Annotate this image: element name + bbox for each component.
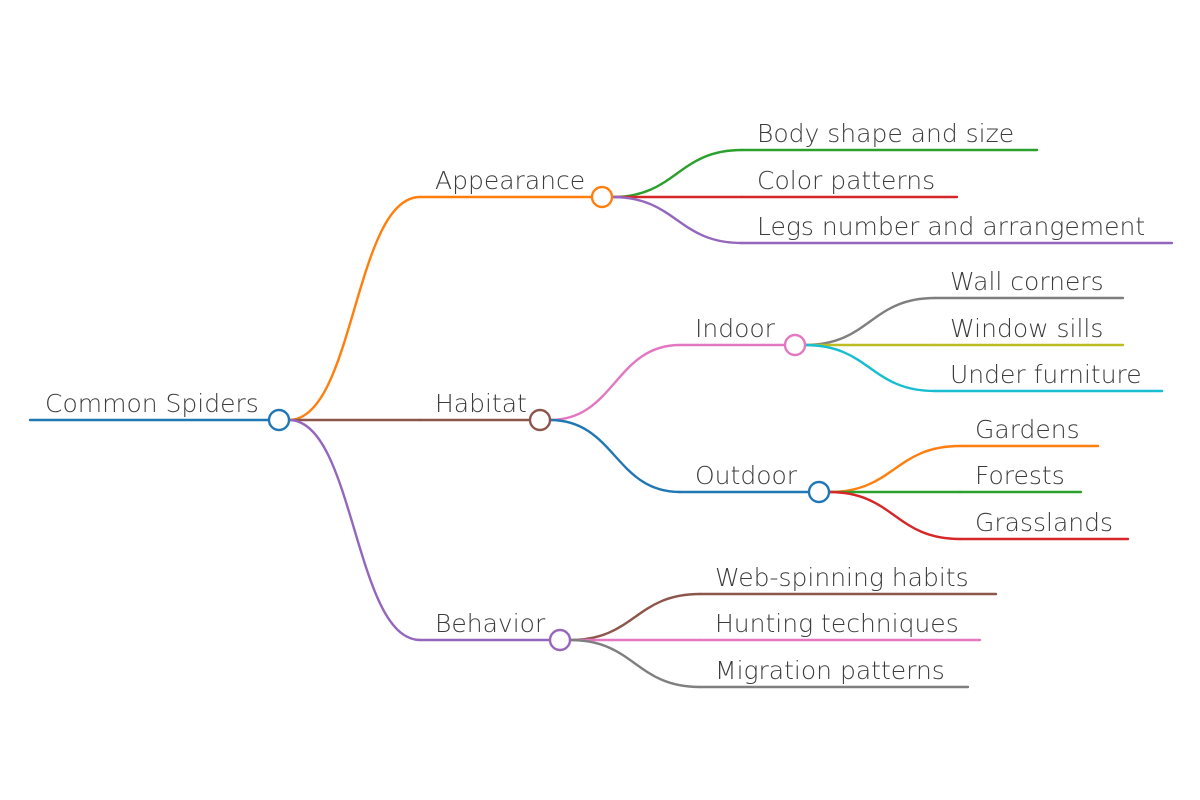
node-label-color-patterns: Color patterns [757,166,935,195]
node-label-behavior: Behavior [435,609,546,638]
edge-to-grasslands [827,490,962,541]
node-label-wall-corners: Wall corners [950,267,1104,296]
node-label-migration-patterns: Migration patterns [715,656,945,685]
edge-to-indoor [548,343,682,422]
edges-layer [287,148,962,689]
edge-to-under-furniture [803,343,937,393]
edge-to-body-shape-and-size [610,148,744,199]
collapse-toggle-habitat[interactable] [528,408,552,432]
node-label-web-spinning-habits: Web-spinning habits [715,563,969,592]
collapse-toggle-indoor[interactable] [783,333,807,357]
edge-to-appearance [287,195,422,422]
collapse-toggle-outdoor[interactable] [807,480,831,504]
edge-to-behavior [287,418,422,642]
node-label-habitat: Habitat [435,389,527,418]
node-label-under-furniture: Under furniture [950,360,1142,389]
edge-to-web-spinning-habits [568,592,702,642]
node-label-indoor: Indoor [695,314,776,343]
edge-to-outdoor [548,418,682,494]
node-label-grasslands: Grasslands [975,508,1113,537]
nodes-layer: Common Spiders Appearance Body shape and s… [28,119,1174,689]
edge-to-legs-number-and-arrangement [610,195,744,245]
node-label-appearance: Appearance [435,166,585,195]
node-label-common-spiders: Common Spiders [45,389,259,418]
node-label-outdoor: Outdoor [695,461,798,490]
collapse-toggle-appearance[interactable] [590,185,614,209]
edge-to-gardens [827,444,962,494]
collapse-toggle-common-spiders[interactable] [267,408,291,432]
node-label-forests: Forests [975,461,1065,490]
node-label-window-sills: Window sills [950,314,1103,343]
node-label-gardens: Gardens [975,415,1080,444]
edge-to-migration-patterns [568,638,702,689]
node-label-legs-number-and-arrangement: Legs number and arrangement [757,212,1145,241]
edge-to-wall-corners [803,296,937,347]
node-label-body-shape-and-size: Body shape and size [757,119,1014,148]
node-label-hunting-techniques: Hunting techniques [715,609,959,638]
collapse-toggle-behavior[interactable] [548,628,572,652]
